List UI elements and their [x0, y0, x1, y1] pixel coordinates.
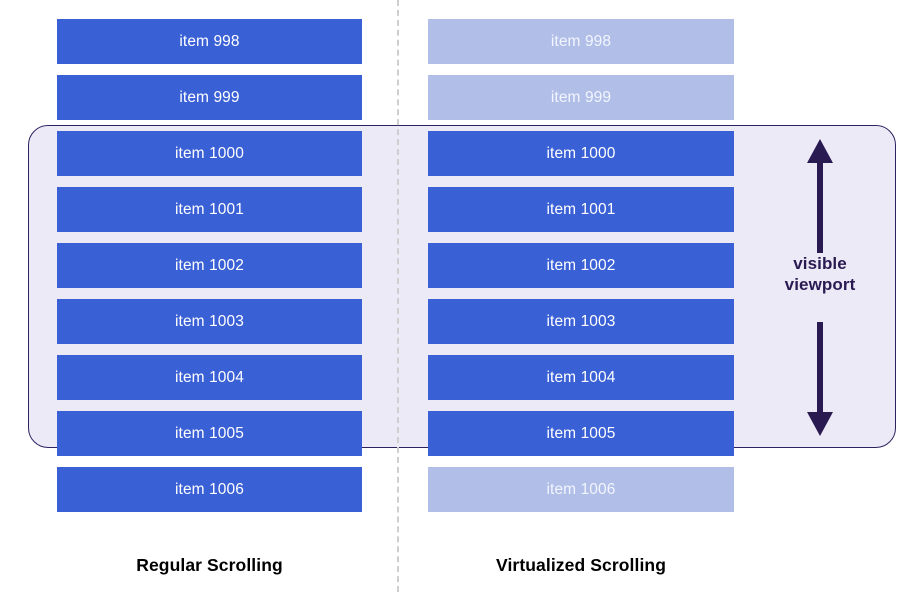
list-item[interactable]: item 1004: [428, 355, 734, 400]
arrow-up-icon: [807, 139, 833, 253]
list-item[interactable]: item 1004: [57, 355, 362, 400]
list-item[interactable]: item 1006: [428, 467, 734, 512]
list-item[interactable]: item 999: [428, 75, 734, 120]
visible-viewport-label: visible viewport: [755, 253, 885, 295]
list-item[interactable]: item 999: [57, 75, 362, 120]
column-divider: [397, 0, 399, 592]
list-item[interactable]: item 1001: [428, 187, 734, 232]
list-item[interactable]: item 1002: [57, 243, 362, 288]
list-item[interactable]: item 998: [57, 19, 362, 64]
caption-regular-scrolling: Regular Scrolling: [136, 555, 283, 575]
arrow-down-icon: [807, 322, 833, 436]
list-item[interactable]: item 1001: [57, 187, 362, 232]
list-item[interactable]: item 1000: [428, 131, 734, 176]
visible-viewport-annotation: visible viewport: [755, 135, 885, 440]
list-item[interactable]: item 1005: [57, 411, 362, 456]
caption-virtualized-scrolling: Virtualized Scrolling: [495, 555, 666, 575]
list-item[interactable]: item 1003: [57, 299, 362, 344]
visible-viewport-label-line2: viewport: [784, 275, 856, 294]
list-item[interactable]: item 1005: [428, 411, 734, 456]
list-item[interactable]: item 1003: [428, 299, 734, 344]
list-item[interactable]: item 998: [428, 19, 734, 64]
list-item[interactable]: item 1006: [57, 467, 362, 512]
visible-viewport-label-line1: visible: [793, 254, 847, 273]
list-item[interactable]: item 1002: [428, 243, 734, 288]
list-item[interactable]: item 1000: [57, 131, 362, 176]
